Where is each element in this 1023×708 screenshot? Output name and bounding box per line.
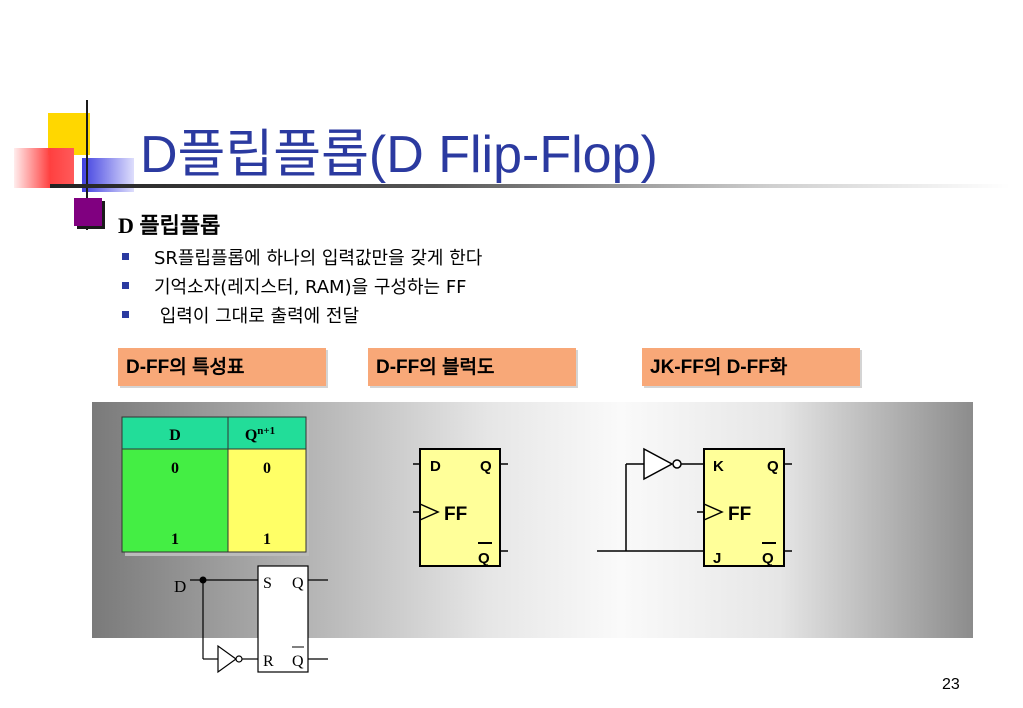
- sr-r-label: R: [263, 653, 274, 670]
- inverter-icon: [643, 447, 674, 481]
- ff-qbar-label: Q: [478, 550, 490, 567]
- jk-ff-label: FF: [728, 504, 751, 525]
- sr-qbar-label: Q: [292, 653, 304, 670]
- bullet-marker-icon: [122, 311, 129, 318]
- ff-box: [419, 448, 501, 567]
- clock-icon: [419, 503, 440, 521]
- jk-to-d-diagram: K Q FF J Q: [597, 447, 792, 567]
- bullet-marker-icon: [122, 282, 129, 289]
- slide-title: D플립플롭(D Flip-Flop): [140, 126, 658, 184]
- section-heading: D 플립플롭: [118, 208, 220, 240]
- tag-characteristic-table: D-FF의 특성표: [118, 348, 326, 386]
- table-cell-d: [121, 448, 229, 553]
- bullet-item: 기억소자(레지스터, RAM)을 구성하는 FF: [118, 273, 482, 302]
- heading-korean: 플립플롭: [139, 214, 221, 239]
- table-q-value: 1: [263, 531, 271, 548]
- table-col-d: D: [169, 427, 181, 444]
- heading-bullet-square: [74, 198, 102, 226]
- table-q-value: 0: [263, 460, 271, 477]
- sr-box: [257, 565, 309, 673]
- bullet-item: 입력이 그대로 출력에 전달: [118, 302, 482, 331]
- jk-j-label: J: [713, 550, 721, 567]
- bullet-list: SR플립플롭에 하나의 입력값만을 갖게 한다 기억소자(레지스터, RAM)을…: [118, 244, 482, 331]
- clock-icon: [703, 503, 724, 521]
- sr-q-label: Q: [292, 575, 304, 592]
- table-d-value: 1: [171, 531, 179, 548]
- ff-d-label: D: [430, 458, 441, 475]
- sr-to-d-diagram: D S Q R Q: [174, 565, 328, 674]
- characteristic-table: D Qn+1 0 1 0 1: [121, 416, 309, 556]
- bullet-item: SR플립플롭에 하나의 입력값만을 갖게 한다: [118, 244, 482, 273]
- table-cell-q: [227, 448, 307, 553]
- table-col-q: Qn+1: [245, 425, 275, 444]
- ff-name-label: FF: [444, 504, 467, 525]
- jk-k-label: K: [713, 458, 724, 475]
- title-underline: [50, 184, 1010, 188]
- ff-q-label: Q: [480, 458, 492, 475]
- inverter-icon: [217, 644, 238, 674]
- sr-s-label: S: [263, 575, 272, 592]
- jk-ff-box: [703, 448, 785, 567]
- decor-vertical-line: [86, 100, 88, 230]
- table-d-value: 0: [171, 460, 179, 477]
- sr-d-label: D: [174, 577, 186, 596]
- bullet-marker-icon: [122, 253, 129, 260]
- heading-latin: D: [118, 213, 134, 238]
- d-ff-block-diagram: D Q FF Q: [413, 448, 508, 567]
- jk-q-label: Q: [767, 458, 779, 475]
- jk-qbar-label: Q: [762, 550, 774, 567]
- tag-block-diagram: D-FF의 블럭도: [368, 348, 576, 386]
- tag-jk-to-d: JK-FF의 D-FF화: [642, 348, 860, 386]
- page-number: 23: [942, 676, 960, 693]
- table-header-d: [121, 416, 229, 450]
- decor-red-square: [14, 148, 74, 188]
